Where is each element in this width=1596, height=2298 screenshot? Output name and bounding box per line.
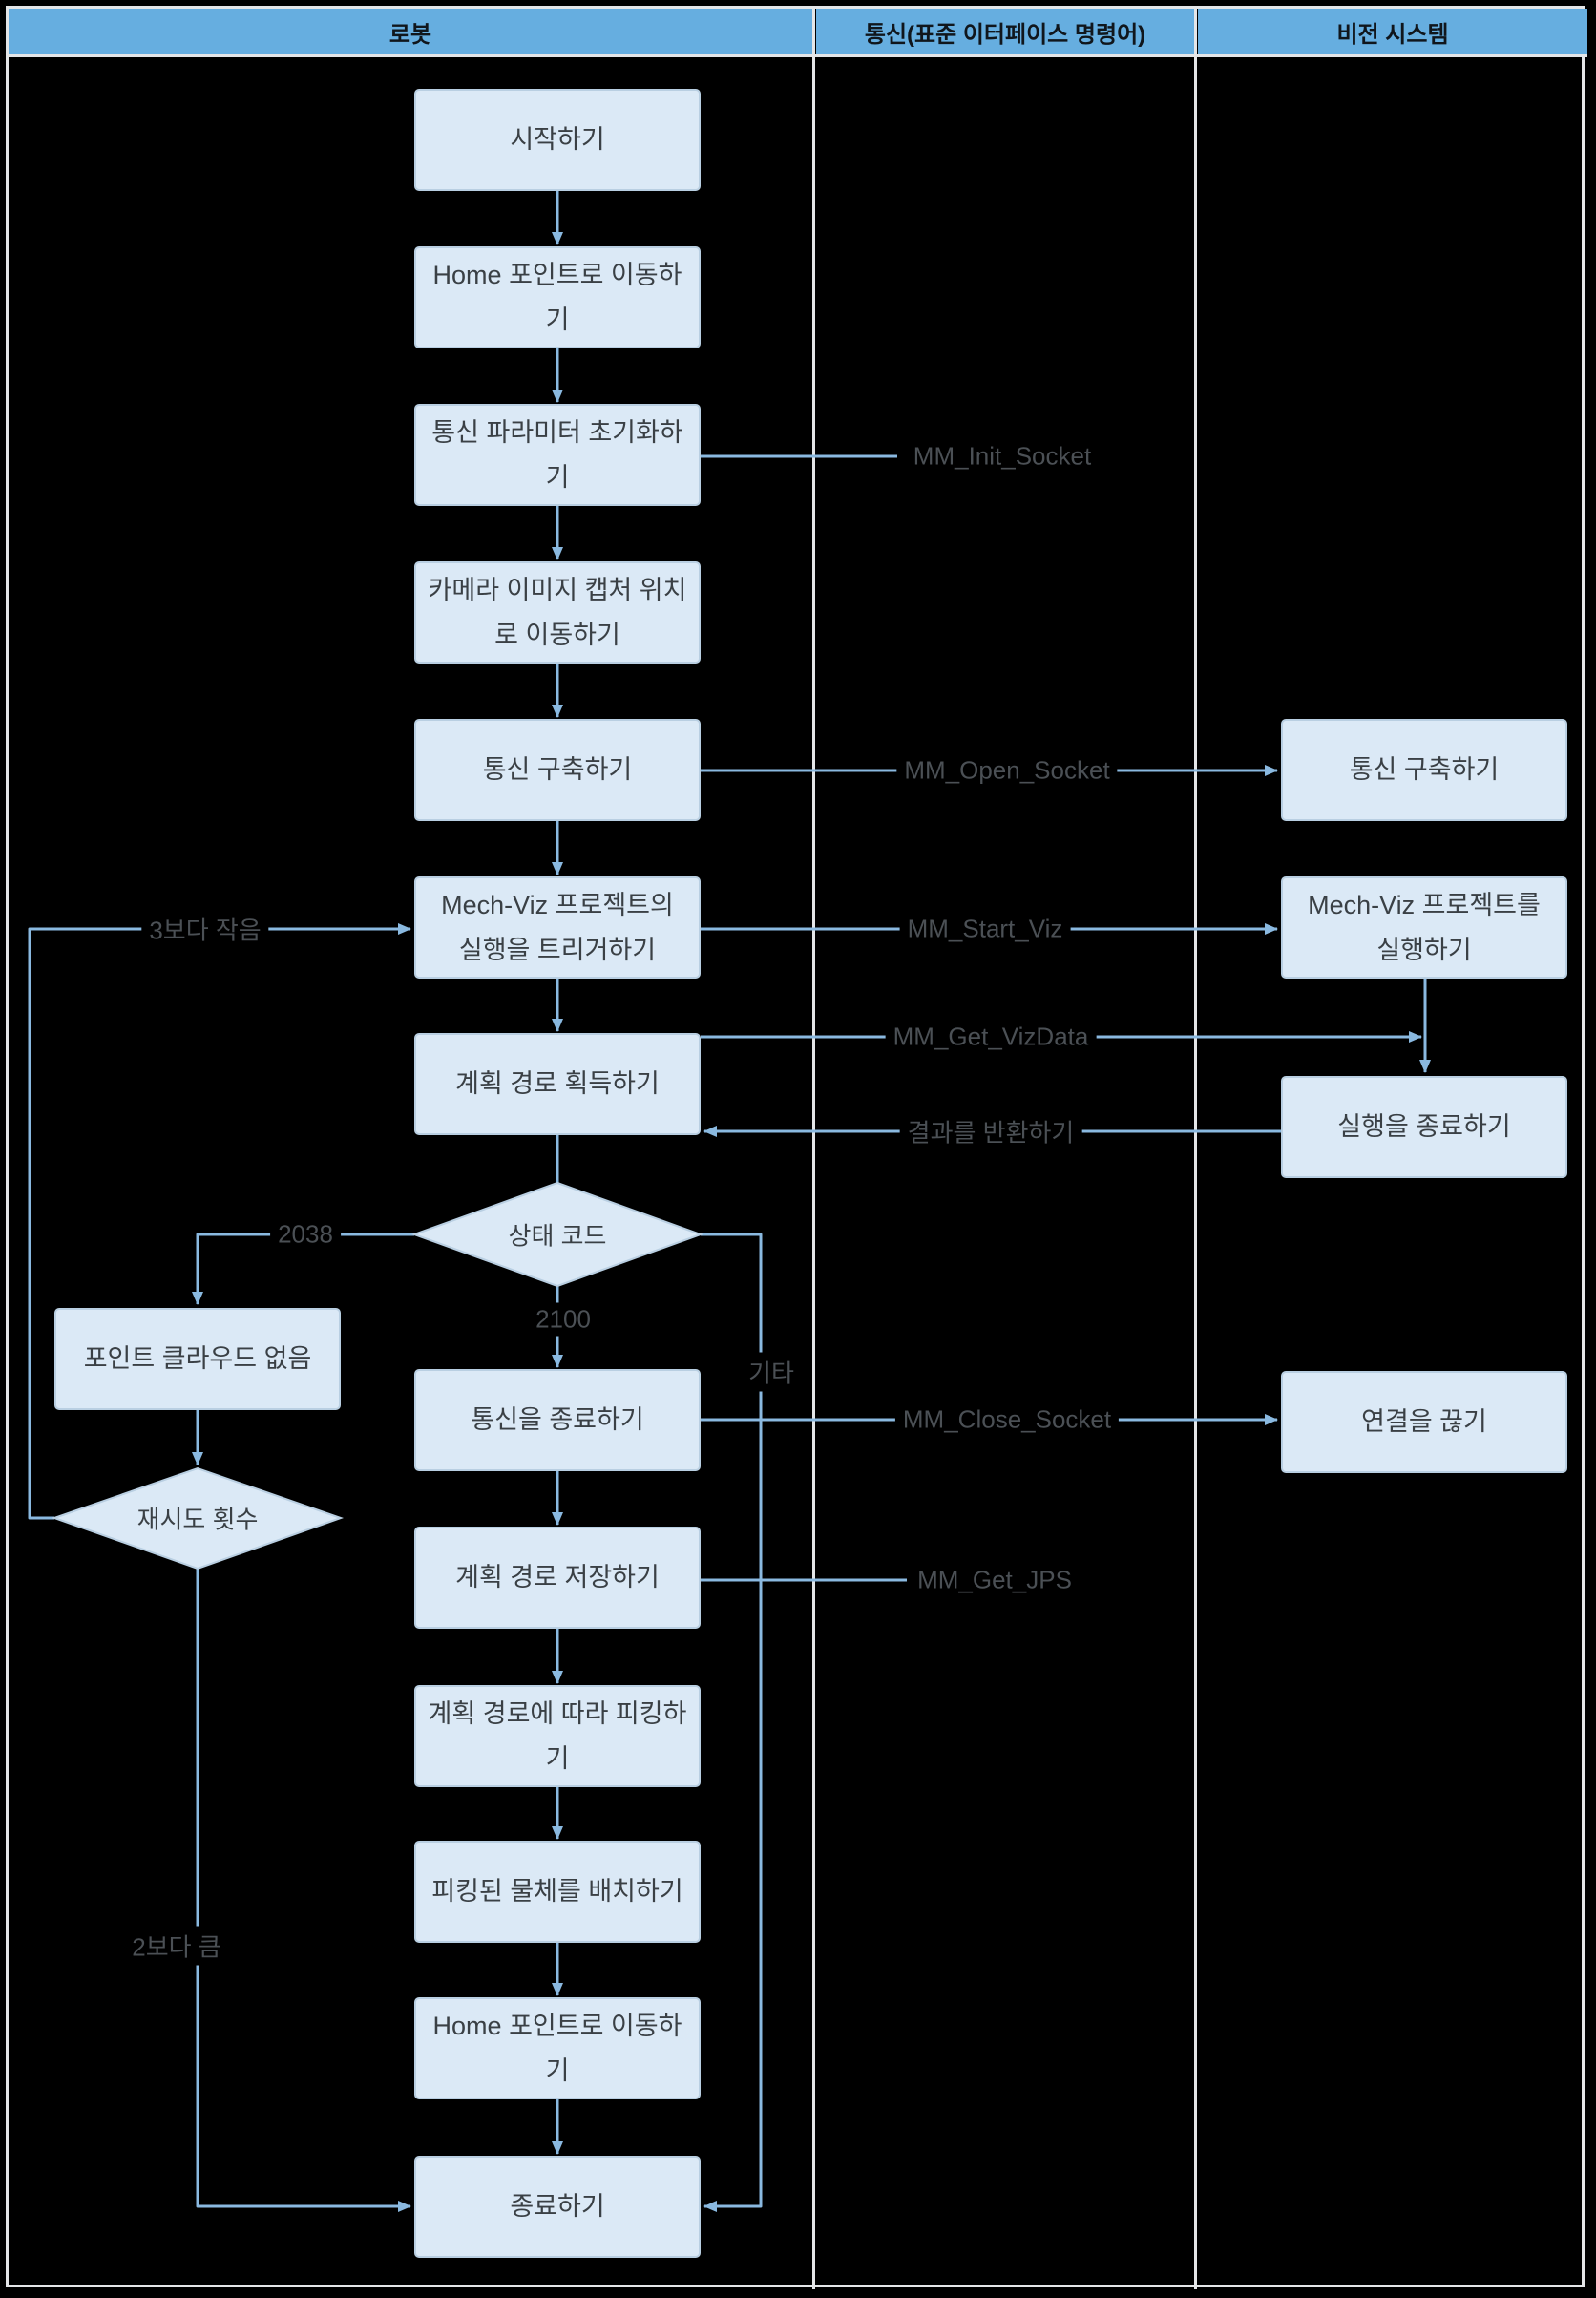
outer-border (6, 6, 1585, 2287)
header-underline (9, 54, 1587, 57)
edge-label-2100: 2100 (528, 1302, 598, 1337)
edge-label-mm-get-vizdata: MM_Get_VizData (885, 1020, 1097, 1054)
node-move-capture: 카메라 이미지 캡처 위치로 이동하기 (414, 561, 701, 664)
lane-divider-robot-comm (812, 9, 815, 2289)
lane-header-robot-label: 로봇 (388, 21, 432, 48)
edge-label-mm-open-socket: MM_Open_Socket (896, 753, 1118, 788)
lane-header-vision-label: 비전 시스템 (1336, 21, 1449, 48)
edge-label-return-result: 결과를 반환하기 (899, 1111, 1082, 1151)
node-start: 시작하기 (414, 89, 701, 191)
node-trigger-viz: Mech-Viz 프로젝트의 실행을 트리거하기 (414, 876, 701, 979)
lane-header-robot: 로봇 (9, 9, 812, 54)
node-place: 피킹된 물체를 배치하기 (414, 1841, 701, 1943)
edge-label-mm-get-jps: MM_Get_JPS (917, 1565, 1072, 1594)
diamond-retry-count (51, 1466, 345, 1571)
edge-label-2038: 2038 (270, 1217, 341, 1252)
lane-divider-comm-vision (1194, 9, 1197, 2289)
edge-retry-lt3-loop (28, 923, 411, 1520)
node-vision-establish-comm: 통신 구축하기 (1281, 719, 1567, 821)
node-save-path: 계획 경로 저장하기 (414, 1527, 701, 1629)
edge-label-greater-than-2: 2보다 큼 (124, 1926, 229, 1966)
node-vision-disconnect: 연결을 끊기 (1281, 1371, 1567, 1473)
edge-statuscode-other-to-end (701, 1233, 763, 2212)
node-establish-comm: 통신 구축하기 (414, 719, 701, 821)
node-end: 종료하기 (414, 2156, 701, 2258)
node-vision-end-exec: 실행을 종료하기 (1281, 1076, 1567, 1178)
edge-label-other: 기타 (741, 1352, 802, 1392)
edge-label-less-than-3: 3보다 작음 (141, 909, 269, 949)
diamond-status-code-label: 상태 코드 (508, 1221, 607, 1251)
edge-retry-gt2-to-end (196, 1569, 411, 2212)
diamond-retry-count-label: 재시도 횟수 (136, 1505, 259, 1534)
node-vision-run-viz: Mech-Viz 프로젝트를 실행하기 (1281, 876, 1567, 979)
edge-label-mm-start-viz: MM_Start_Viz (899, 912, 1071, 946)
diamond-status-code (411, 1181, 704, 1288)
lane-header-vision: 비전 시스템 (1198, 9, 1587, 54)
node-init-params: 통신 파라미터 초기화하기 (414, 404, 701, 506)
edge-label-mm-close-socket: MM_Close_Socket (894, 1402, 1120, 1437)
node-home2: Home 포인트로 이동하기 (414, 1997, 701, 2099)
edge-label-mm-init-socket: MM_Init_Socket (913, 441, 1092, 471)
node-get-path: 계획 경로 획득하기 (414, 1033, 701, 1135)
node-pick: 계획 경로에 따라 피킹하기 (414, 1685, 701, 1787)
edge-statuscode-2038-to-nocloud (192, 1233, 414, 1305)
node-no-cloud: 포인트 클라우드 없음 (54, 1308, 341, 1410)
node-home1: Home 포인트로 이동하기 (414, 246, 701, 348)
node-close-comm: 통신을 종료하기 (414, 1369, 701, 1471)
lane-header-comm: 통신(표준 이터페이스 명령어) (816, 9, 1194, 54)
lane-header-comm-label: 통신(표준 이터페이스 명령어) (864, 21, 1146, 48)
